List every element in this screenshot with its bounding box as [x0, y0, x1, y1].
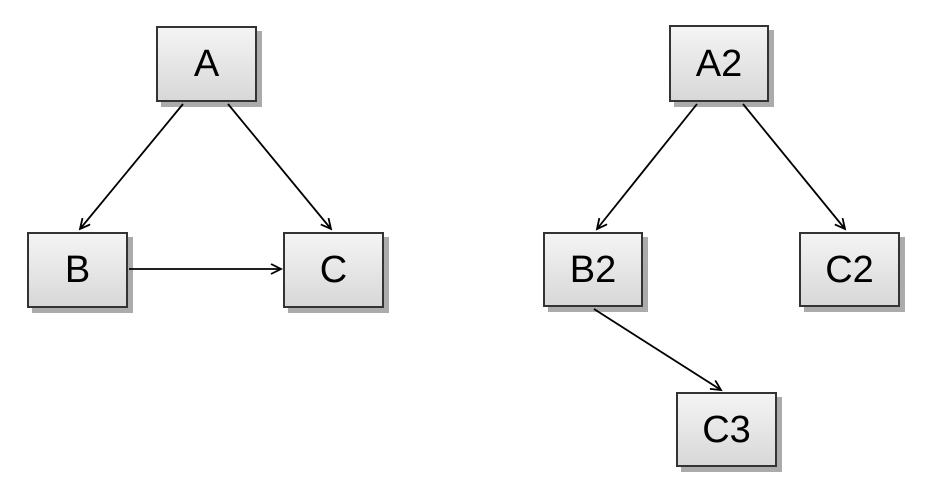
node-C-label: C [319, 249, 348, 291]
node-B2: B2 [543, 232, 643, 307]
node-B-label: B [64, 249, 91, 291]
node-C3: C3 [676, 392, 777, 467]
edge-A2-to-B2 [597, 103, 698, 229]
node-B: B [27, 232, 128, 308]
edge-A-to-B [80, 103, 184, 229]
edge-A2-to-C2 [742, 103, 845, 229]
node-A: A [156, 26, 257, 102]
node-A2-label: A2 [695, 42, 743, 85]
node-C3-label: C3 [702, 408, 751, 451]
node-C2: C2 [799, 232, 900, 307]
node-A2: A2 [669, 25, 769, 102]
edge-B2-to-C3 [593, 308, 721, 390]
node-B2-label: B2 [569, 248, 617, 291]
edge-A-to-C [227, 103, 331, 229]
node-C: C [283, 232, 384, 308]
node-C2-label: C2 [825, 248, 874, 291]
node-A-label: A [193, 43, 220, 85]
